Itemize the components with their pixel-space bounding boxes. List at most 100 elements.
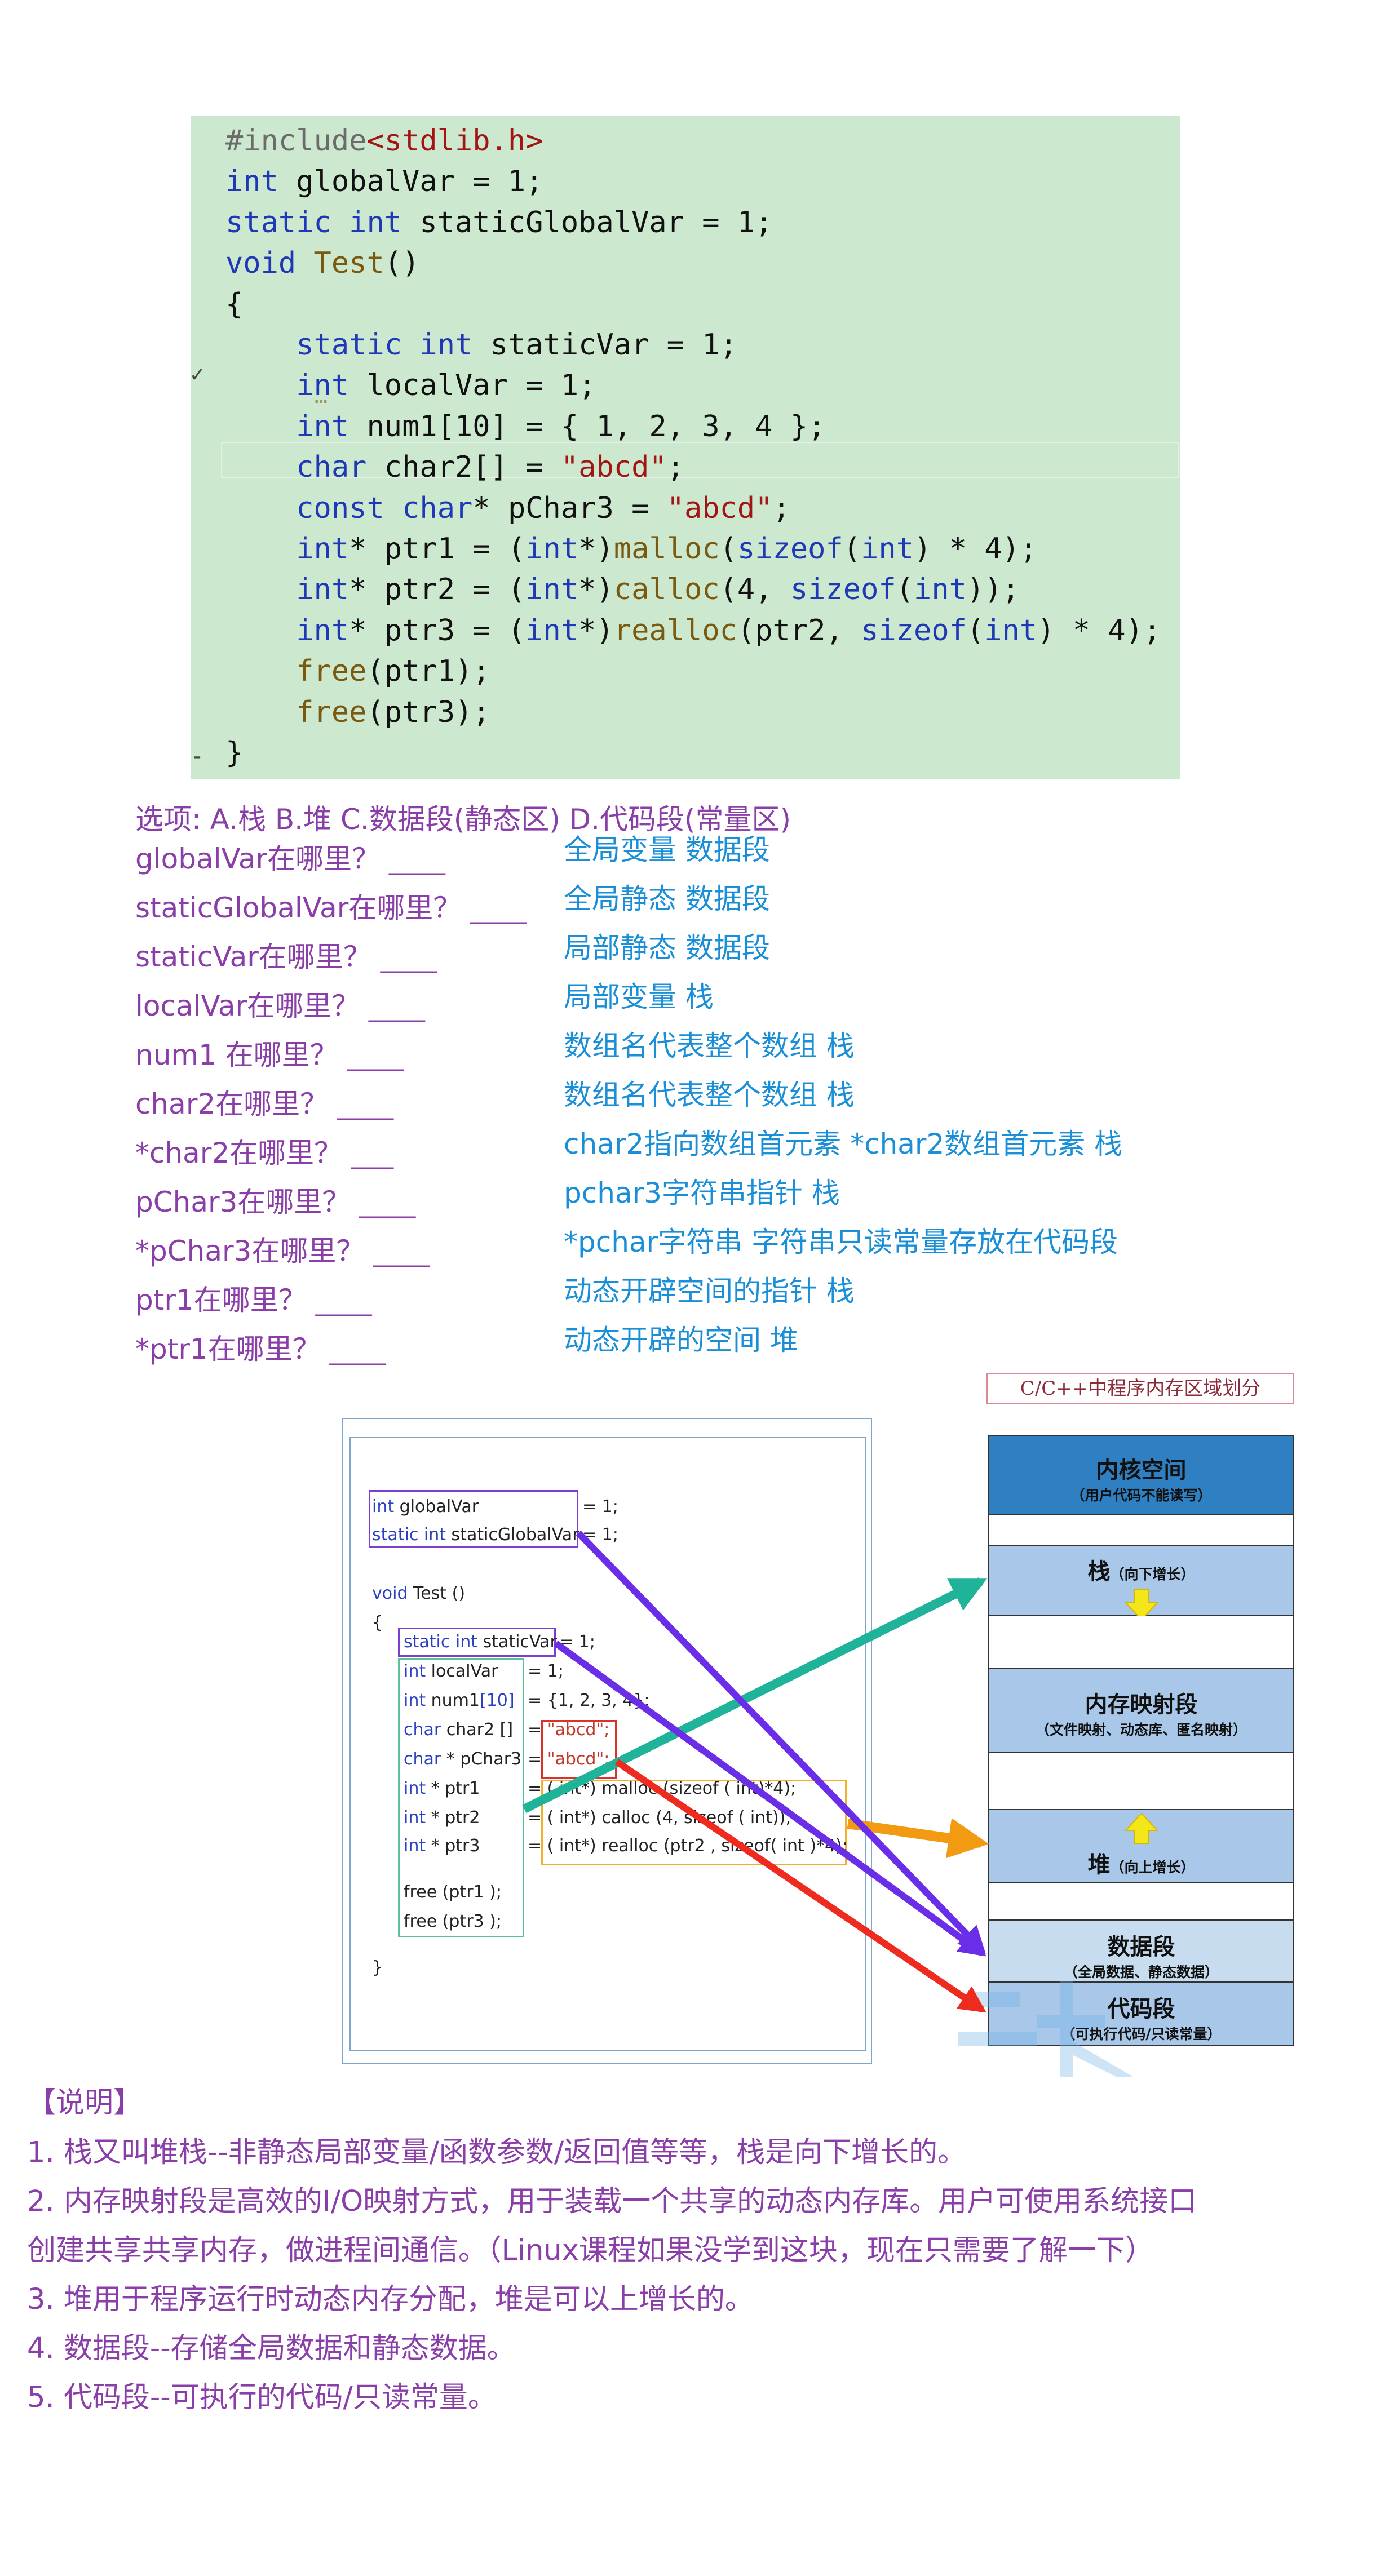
code-token: int [525, 532, 579, 566]
fig-int-kw: int [372, 1497, 395, 1517]
fig-pchar3-assign: = "abcd"; [528, 1748, 609, 1771]
code-line: int globalVar = 1; [225, 161, 543, 202]
mem-stack-sub: （向下增长） [1110, 1566, 1195, 1582]
code-line: free(ptr3); [225, 692, 490, 733]
arrow-heap [847, 1818, 989, 1859]
code-token: )); [966, 573, 1020, 607]
code-token: int [914, 573, 967, 607]
memory-layout-figure: C/C++中程序内存区域划分 int globalVar = 1; static… [342, 1373, 1294, 2077]
code-token: realloc [613, 613, 737, 648]
mem-kernel: 内核空间 （用户代码不能读写） [988, 1435, 1294, 1515]
fig-line-global: int globalVar [372, 1496, 479, 1518]
mem-heap-title: 堆 [1087, 1851, 1111, 1878]
fig-num1-idx: [10] [480, 1691, 515, 1710]
answer-text: 全局静态 数据段 [564, 883, 770, 915]
question-text: localVar在哪里？ ____ [135, 990, 425, 1022]
mem-data: 数据段 （全局数据、静态数据） [988, 1921, 1294, 1983]
mem-gap-1 [988, 1515, 1294, 1546]
code-token: sizeof [790, 573, 896, 607]
code-block: #include<stdlib.h>int globalVar = 1;stat… [191, 116, 1180, 779]
fig-free2: free (ptr3 ); [404, 1912, 502, 1931]
code-token: int [984, 613, 1038, 648]
fig-char2-assign: = "abcd"; [528, 1719, 609, 1741]
mem-code-title: 代码段 [1107, 1996, 1175, 2022]
mem-gap-2 [988, 1616, 1294, 1669]
code-token: (ptr3); [366, 695, 490, 729]
fig-static-global-name: staticGlobalVar [446, 1525, 579, 1545]
code-token: * pChar3 = [472, 491, 667, 525]
code-token: ( [896, 573, 914, 607]
fig-ptr3-init: = ( int*) realloc (ptr2 , sizeof( int )*… [528, 1836, 848, 1856]
mem-stack: 栈（向下增长） [988, 1546, 1294, 1621]
code-token: int [419, 328, 473, 362]
code-token: num1[10] = { 1, 2, 3, 4 }; [349, 409, 826, 444]
fig-line-pchar3: char * pChar3 [404, 1748, 521, 1771]
notes-heading: 【说明】 [27, 2086, 143, 2120]
code-token: sizeof [861, 613, 967, 648]
fig-char-kw-2: char [404, 1749, 441, 1769]
gutter-dash-mark: - [191, 743, 205, 769]
code-token: (4, [719, 573, 790, 607]
code-token: *) [578, 613, 614, 648]
fig-local-init: = 1; [528, 1661, 564, 1681]
mem-data-sub: （全局数据、静态数据） [1063, 1964, 1219, 1980]
mem-heap-sub: （向上增长） [1110, 1859, 1195, 1876]
mem-gap-4 [988, 1883, 1294, 1921]
code-line: int* ptr2 = (int*)calloc(4, sizeof(int))… [225, 569, 1020, 610]
arrow-code [614, 1759, 986, 2013]
fig-int-kw-5: int [404, 1808, 426, 1828]
code-line: char char2[] = "abcd"; [225, 447, 684, 487]
code-ellipsis: … [315, 383, 328, 408]
code-token: int [225, 165, 278, 199]
note-item: 2. 内存映射段是高效的I/O映射方式，用于装载一个共享的动态内存库。用户可使用… [27, 2185, 1197, 2218]
code-token: static [296, 328, 402, 362]
fig-static-int-kw-2: static int [404, 1632, 478, 1652]
mem-mmap-title: 内存映射段 [1085, 1691, 1198, 1718]
fig-line-local: int localVar [404, 1660, 498, 1683]
code-line: int num1[10] = { 1, 2, 3, 4 }; [225, 406, 825, 447]
code-token: ; [666, 450, 684, 485]
code-line: free(ptr1); [225, 651, 490, 691]
code-line: static int staticGlobalVar = 1; [225, 202, 773, 243]
fig-line-char2: char char2 [] [404, 1719, 513, 1741]
arrow-global-data [576, 1530, 986, 1954]
fig-open-brace: { [372, 1613, 383, 1633]
fig-line-num1: int num1[10] [404, 1690, 515, 1712]
code-token: int [525, 613, 579, 648]
question-text: *pChar3在哪里？ ____ [135, 1235, 430, 1267]
fig-int-kw-2: int [404, 1661, 426, 1681]
gutter-check-mark: ✓ [191, 361, 205, 387]
fig-static-int-kw: static int [372, 1525, 446, 1545]
question-text: staticVar在哪里？ ____ [135, 941, 437, 973]
code-token: * ptr3 = ( [349, 613, 526, 648]
code-token: char [296, 450, 367, 485]
mem-kernel-title: 内核空间 [1096, 1457, 1187, 1483]
code-token: calloc [613, 573, 720, 607]
code-token: (ptr1); [366, 654, 490, 689]
answer-text: 动态开辟的空间 堆 [564, 1324, 798, 1356]
question-text: staticGlobalVar在哪里？ ____ [135, 892, 527, 924]
code-line: #include<stdlib.h> [225, 121, 543, 161]
fig-ptr3-name: * ptr3 [426, 1836, 480, 1856]
question-text: *char2在哪里？ ___ [135, 1137, 394, 1169]
note-item: 5. 代码段--可执行的代码/只读常量。 [27, 2381, 497, 2414]
fig-static-var-name: staticVar [477, 1632, 557, 1652]
code-token: ) * 4); [1037, 613, 1161, 648]
code-token: const [296, 491, 384, 525]
mem-code-sub: （可执行代码/只读常量） [1061, 2026, 1222, 2042]
fig-int-kw-4: int [404, 1779, 426, 1798]
fig-ptr1-name: * ptr1 [426, 1779, 480, 1798]
fig-pchar3-name: * pChar3 [441, 1749, 522, 1769]
code-token: free [296, 654, 367, 689]
mem-stack-title: 栈 [1087, 1558, 1111, 1585]
question-text: char2在哪里？ ____ [135, 1088, 394, 1120]
answer-text: 局部变量 栈 [564, 981, 714, 1013]
fig-global-init: = 1; [582, 1497, 618, 1517]
code-token: * ptr2 = ( [349, 573, 526, 607]
answer-text: 局部静态 数据段 [564, 932, 770, 964]
arrow-static-data [554, 1641, 986, 1957]
note-item: 3. 堆用于程序运行时动态内存分配，堆是可以上增长的。 [27, 2283, 754, 2316]
fig-char2-str: "abcd"; [547, 1720, 610, 1740]
fig-line-ptr3: int * ptr3 [404, 1835, 480, 1857]
figure-title: C/C++中程序内存区域划分 [986, 1373, 1294, 1404]
